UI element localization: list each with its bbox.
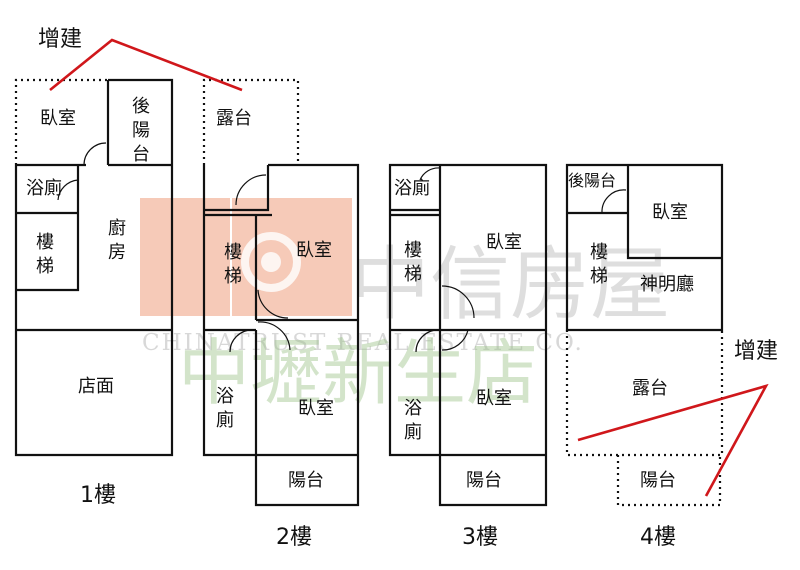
- f1-stairs-label-1: 樓: [36, 232, 54, 253]
- floor-3: 浴廁 樓 梯 臥室 浴 廁 臥室 陽台 3樓: [388, 163, 548, 550]
- f2-bathroom-label-1: 浴: [216, 386, 234, 407]
- f1-floor-label: 1樓: [80, 483, 116, 508]
- f3-bathroom-top-label: 浴廁: [394, 177, 430, 199]
- svg-text:梯: 梯: [404, 264, 422, 285]
- f3-outer-wall: [388, 163, 548, 507]
- f4-back-balcony-label: 後陽台: [568, 171, 616, 190]
- svg-text:廁: 廁: [404, 421, 422, 443]
- watermark-brand: 中信房屋: [350, 238, 670, 331]
- f3-bathroom-bottom-label-1: 浴: [404, 398, 422, 419]
- svg-text:梯: 梯: [224, 266, 242, 287]
- svg-text:梯: 梯: [590, 266, 608, 287]
- f1-outer-wall: [14, 78, 174, 457]
- extension-pointer-right: [577, 383, 769, 497]
- extension-annotations: 增建 增建: [38, 27, 778, 497]
- svg-text:陽: 陽: [132, 120, 150, 141]
- f4-bedroom-label: 臥室: [652, 202, 688, 223]
- f3-bedroom-back-label: 臥室: [476, 388, 512, 409]
- extension-label-right: 增建: [734, 339, 778, 364]
- f2-stairs-label-1: 樓: [224, 242, 242, 263]
- f3-stairs-label-1: 樓: [404, 240, 422, 261]
- f2-balcony-label: 陽台: [288, 470, 324, 491]
- f3-bedroom-front-label: 臥室: [486, 232, 522, 253]
- f2-floor-label: 2樓: [276, 525, 312, 550]
- svg-text:廁: 廁: [216, 409, 234, 431]
- f1-shopfront-label: 店面: [78, 376, 114, 397]
- svg-text:梯: 梯: [36, 256, 54, 277]
- svg-text:房: 房: [108, 242, 126, 263]
- watermark-logo: [140, 198, 352, 316]
- f4-outer-wall: [565, 163, 724, 332]
- svg-text:台: 台: [132, 144, 150, 165]
- f3-floor-label: 3樓: [462, 525, 498, 550]
- floor-2: 露台 樓 梯 臥室 浴 廁 臥室 陽台 2樓: [202, 78, 360, 550]
- extension-pointer-top: [49, 38, 243, 92]
- f1-extension-outline: [14, 78, 108, 165]
- f4-stairs-label-1: 樓: [590, 242, 608, 263]
- floor-4: 後陽台 臥室 樓 梯 神明廳 露台 陽台 4樓: [565, 163, 724, 550]
- f2-bedroom-front-label: 臥室: [296, 240, 332, 261]
- f2-bedroom-back-label: 臥室: [298, 398, 334, 419]
- f4-balcony-label: 陽台: [640, 470, 676, 491]
- floor-1: 臥室 後 陽 台 浴廁 樓 梯 廚 房 店面 1樓: [14, 78, 174, 508]
- f4-terrace-label: 露台: [632, 378, 668, 399]
- f4-floor-label: 4樓: [640, 525, 676, 550]
- f4-balcony-outline: [616, 455, 722, 507]
- f1-bedroom-label: 臥室: [40, 108, 76, 129]
- f3-balcony-label: 陽台: [466, 470, 502, 491]
- f1-bathroom-label: 浴廁: [26, 177, 62, 199]
- f2-extension-outline: [202, 78, 300, 165]
- extension-label-top: 增建: [38, 27, 82, 52]
- f4-terrace-outline: [565, 330, 724, 457]
- f1-kitchen-label-1: 廚: [108, 217, 126, 239]
- f1-back-balcony-label-1: 後: [132, 96, 150, 117]
- f2-terrace-label: 露台: [216, 108, 252, 129]
- watermark: 中信房屋 CHINATRUST REAL ESTATE CO. 中壢新生店: [140, 198, 670, 415]
- watermark-english: CHINATRUST REAL ESTATE CO.: [142, 330, 584, 356]
- f4-shrine-hall-label: 神明廳: [640, 274, 694, 295]
